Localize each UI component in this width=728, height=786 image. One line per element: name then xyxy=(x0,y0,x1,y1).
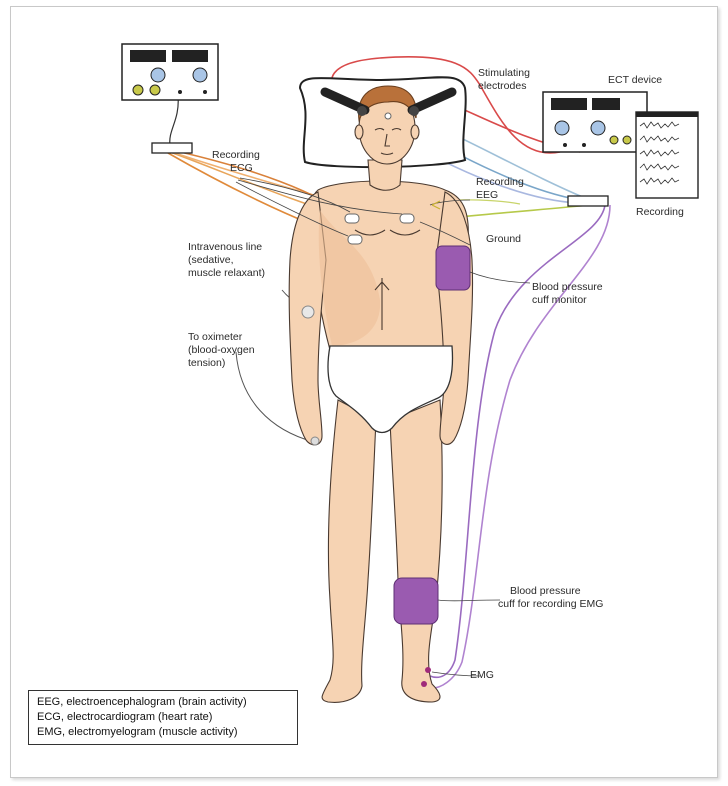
svg-text:cuff monitor: cuff monitor xyxy=(532,294,587,306)
neck xyxy=(368,160,402,190)
left-leg xyxy=(322,400,376,702)
bp-cuff-leg xyxy=(394,578,438,624)
right-junction-box xyxy=(568,196,608,206)
svg-text:cuff for recording EMG: cuff for recording EMG xyxy=(498,598,603,610)
ect-device xyxy=(543,92,647,152)
right-ear xyxy=(411,125,419,139)
right-leg xyxy=(390,400,442,702)
svg-text:EEG: EEG xyxy=(476,189,498,201)
abbreviation-legend: EEG, electroencephalogram (brain activit… xyxy=(28,690,298,745)
label-emg: EMG xyxy=(470,669,494,681)
legend-ecg: ECG, electrocardiogram (heart rate) xyxy=(37,710,289,725)
svg-text:Recording: Recording xyxy=(476,176,524,188)
svg-text:Stimulating: Stimulating xyxy=(478,67,530,79)
bp-cuff-arm xyxy=(436,246,470,290)
label-ground: Ground xyxy=(486,233,521,245)
svg-text:tension): tension) xyxy=(188,357,225,369)
left-ear xyxy=(355,125,363,139)
legend-eeg: EEG, electroencephalogram (brain activit… xyxy=(37,695,289,710)
emg-electrode-1 xyxy=(425,667,431,673)
svg-text:Blood pressure: Blood pressure xyxy=(510,585,581,597)
recording-printout xyxy=(636,112,698,198)
left-monitor-cable xyxy=(170,96,178,145)
svg-text:(blood-oxygen: (blood-oxygen xyxy=(188,344,255,356)
svg-text:muscle relaxant): muscle relaxant) xyxy=(188,267,265,279)
label-iv-line: Intravenous line (sedative, muscle relax… xyxy=(188,241,265,279)
legend-emg: EMG, electromyelogram (muscle activity) xyxy=(37,725,289,740)
emg-electrode-2 xyxy=(421,681,427,687)
label-bp-cuff-monitor: Blood pressure cuff monitor xyxy=(532,281,603,306)
label-recording-eeg: Recording EEG xyxy=(476,176,524,201)
svg-text:(sedative,: (sedative, xyxy=(188,254,234,266)
svg-text:Intravenous line: Intravenous line xyxy=(188,241,262,253)
svg-text:Recording: Recording xyxy=(212,149,260,161)
svg-text:electrodes: electrodes xyxy=(478,80,526,92)
left-monitor xyxy=(122,44,218,100)
svg-text:To oximeter: To oximeter xyxy=(188,331,243,343)
oximeter-clip xyxy=(311,437,319,445)
iv-site xyxy=(302,306,314,318)
label-recording: Recording xyxy=(636,206,684,218)
svg-text:ECG: ECG xyxy=(230,162,253,174)
label-bp-cuff-emg: Blood pressure cuff for recording EMG xyxy=(498,585,603,610)
label-oximeter: To oximeter (blood-oxygen tension) xyxy=(188,331,255,369)
svg-text:Blood pressure: Blood pressure xyxy=(532,281,603,293)
left-junction-box xyxy=(152,143,192,153)
label-stimulating: Stimulating electrodes xyxy=(478,67,530,92)
label-ect-device: ECT device xyxy=(608,74,662,86)
right-arm xyxy=(436,192,473,444)
